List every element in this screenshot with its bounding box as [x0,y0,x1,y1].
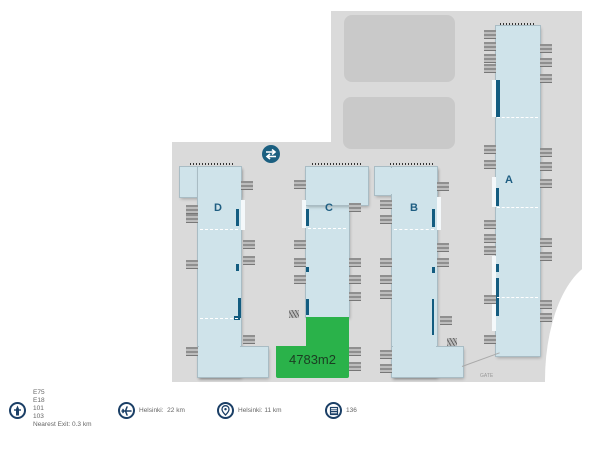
roof-vents [390,163,435,165]
road-e75: E75 [33,389,45,396]
office-block [306,209,309,226]
highway-icon [9,402,26,419]
road-e18: E18 [33,397,45,404]
two-way-traffic-icon [262,145,280,163]
office-block [432,209,435,227]
loading-dock [484,54,496,63]
loading-dock [380,364,392,373]
loading-dock [294,240,306,249]
ramp [447,338,457,346]
loading-dock [484,246,496,255]
loading-dock [243,256,255,265]
loading-dock [440,316,452,325]
gate-label: GATE [480,373,494,379]
loading-dock [380,350,392,359]
loading-dock [349,362,361,371]
loading-dock [294,275,306,284]
office-block [238,298,241,318]
loading-dock [540,300,552,309]
loading-dock [540,44,552,53]
available-unit-upper [306,317,349,347]
office-block [306,267,309,272]
loading-dock [241,181,253,190]
building-label-c: C [325,202,333,214]
roof-vents [190,163,235,165]
airport-distance: Helsinki: 22 km [139,407,185,414]
nearest-exit: Nearest Exit: 0.3 km [33,421,92,428]
loading-dock [243,240,255,249]
lot-bottom-white [160,382,600,392]
loading-dock [380,215,392,224]
storage-icon [325,402,342,419]
office-block [432,267,435,273]
road-101: 101 [33,405,44,412]
available-unit-lower [276,346,349,378]
loading-dock [349,258,361,267]
building-label-b: B [410,202,418,214]
roof-vents [312,163,362,165]
office-block [496,188,499,206]
loading-dock [540,58,552,67]
loading-dock [349,347,361,356]
loading-dock [186,214,198,223]
loading-dock [540,313,552,322]
office-block [432,299,434,335]
building-label-a: A [505,174,513,186]
loading-dock [484,145,496,154]
loading-dock [349,275,361,284]
loading-dock [349,203,361,212]
office-block [236,209,239,226]
office-block [306,299,309,315]
office-block [496,80,500,117]
loading-dock [540,179,552,188]
office-block [236,264,239,271]
loading-dock [540,162,552,171]
loading-dock [484,160,496,169]
lot-corner-cutout [160,0,331,142]
loading-dock [437,258,449,267]
loading-dock [380,290,392,299]
loading-dock [380,258,392,267]
loading-dock [186,347,198,356]
loading-dock [540,238,552,247]
parking-area-1 [344,15,455,82]
parking-area-2 [343,97,455,149]
loading-dock [380,275,392,284]
loading-dock [437,243,449,252]
airplane-icon [118,402,135,419]
loading-dock [186,205,198,214]
loading-dock [540,148,552,157]
loading-dock [437,182,449,191]
office-block [496,264,499,272]
loading-dock [243,335,255,344]
loading-dock [484,335,496,344]
building-a-body [496,26,540,356]
loading-dock [484,220,496,229]
loading-dock [540,252,552,261]
building-label-d: D [214,202,222,214]
loading-dock [349,292,361,301]
loading-dock [484,42,496,51]
loading-dock [380,200,392,209]
roof-vents [500,23,536,25]
loading-dock [484,234,496,243]
loading-dock [540,74,552,83]
storage-count: 136 [346,407,357,414]
loading-dock [484,64,496,73]
road-list: E75 E18 101 103 Nearest Exit: 0.3 km [33,389,92,429]
loading-dock [484,30,496,39]
ramp [289,310,299,318]
loading-dock [484,295,496,304]
road-103: 103 [33,413,44,420]
available-area-label: 4783m2 [289,352,336,367]
map-pin-icon [217,402,234,419]
loading-dock [294,258,306,267]
city-distance: Helsinki: 11 km [238,407,282,414]
loading-dock [294,180,306,189]
loading-dock [186,260,198,269]
